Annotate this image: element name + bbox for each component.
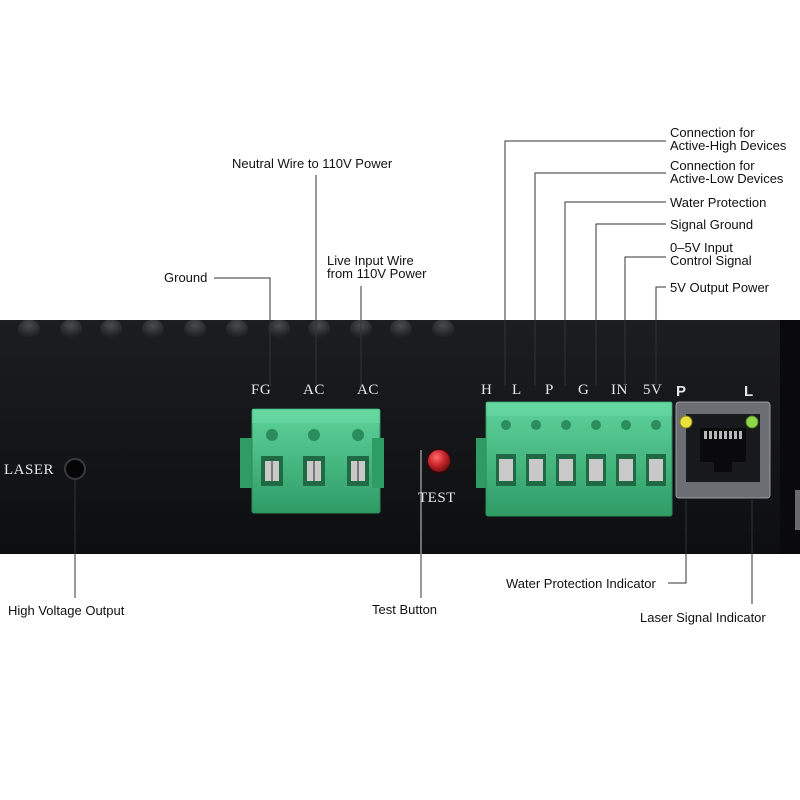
led-label-l: L [744,383,754,400]
callout-control-line2: Control Signal [670,253,752,268]
callout-live-line1: Live Input Wire [327,253,414,268]
callout-water-indicator: Water Protection Indicator [506,576,656,591]
callout-control-line1: 0–5V Input [670,240,733,255]
terminal-label-fg: FG [251,382,272,398]
laser-jack-label: LASER [4,462,55,478]
callout-active-low-line1: Connection for [670,158,755,173]
test-button-label: TEST [418,490,456,506]
callout-active-high-line1: Connection for [670,125,755,140]
high-voltage-output-jack[interactable] [64,458,86,480]
callout-output-power: 5V Output Power [670,280,769,295]
indicator-port [675,401,771,499]
test-button[interactable] [426,448,452,474]
water-protection-led [679,415,693,429]
laser-signal-led [745,415,759,429]
callout-live-line2: from 110V Power [327,266,427,281]
power-supply-panel [0,320,800,554]
callout-neutral: Neutral Wire to 110V Power [232,156,393,171]
callout-test-button: Test Button [372,602,438,617]
terminal-label-5v: 5V [643,382,663,398]
callout-signal-ground: Signal Ground [670,217,754,232]
callout-high-voltage: High Voltage Output [8,603,125,618]
terminal-label-ac-2: AC [357,382,379,398]
ac-terminal-block[interactable] [240,408,384,514]
led-label-p: P [676,383,687,400]
signal-terminal-block[interactable] [476,401,673,517]
terminal-label-h: H [481,382,493,398]
terminal-label-g: G [578,382,590,398]
terminal-label-ac-1: AC [303,382,325,398]
callout-active-high-line2: Active-High Devices [670,138,787,153]
callout-active-low-line2: Active-Low Devices [670,171,784,186]
terminal-label-in: IN [611,382,628,398]
callout-laser-indicator: Laser Signal Indicator [640,610,766,625]
callout-ground: Ground [164,270,208,285]
terminal-label-p: P [545,382,554,398]
callout-water-protection: Water Protection [670,195,767,210]
terminal-label-l: L [512,382,522,398]
panel-side-edge [795,490,800,530]
